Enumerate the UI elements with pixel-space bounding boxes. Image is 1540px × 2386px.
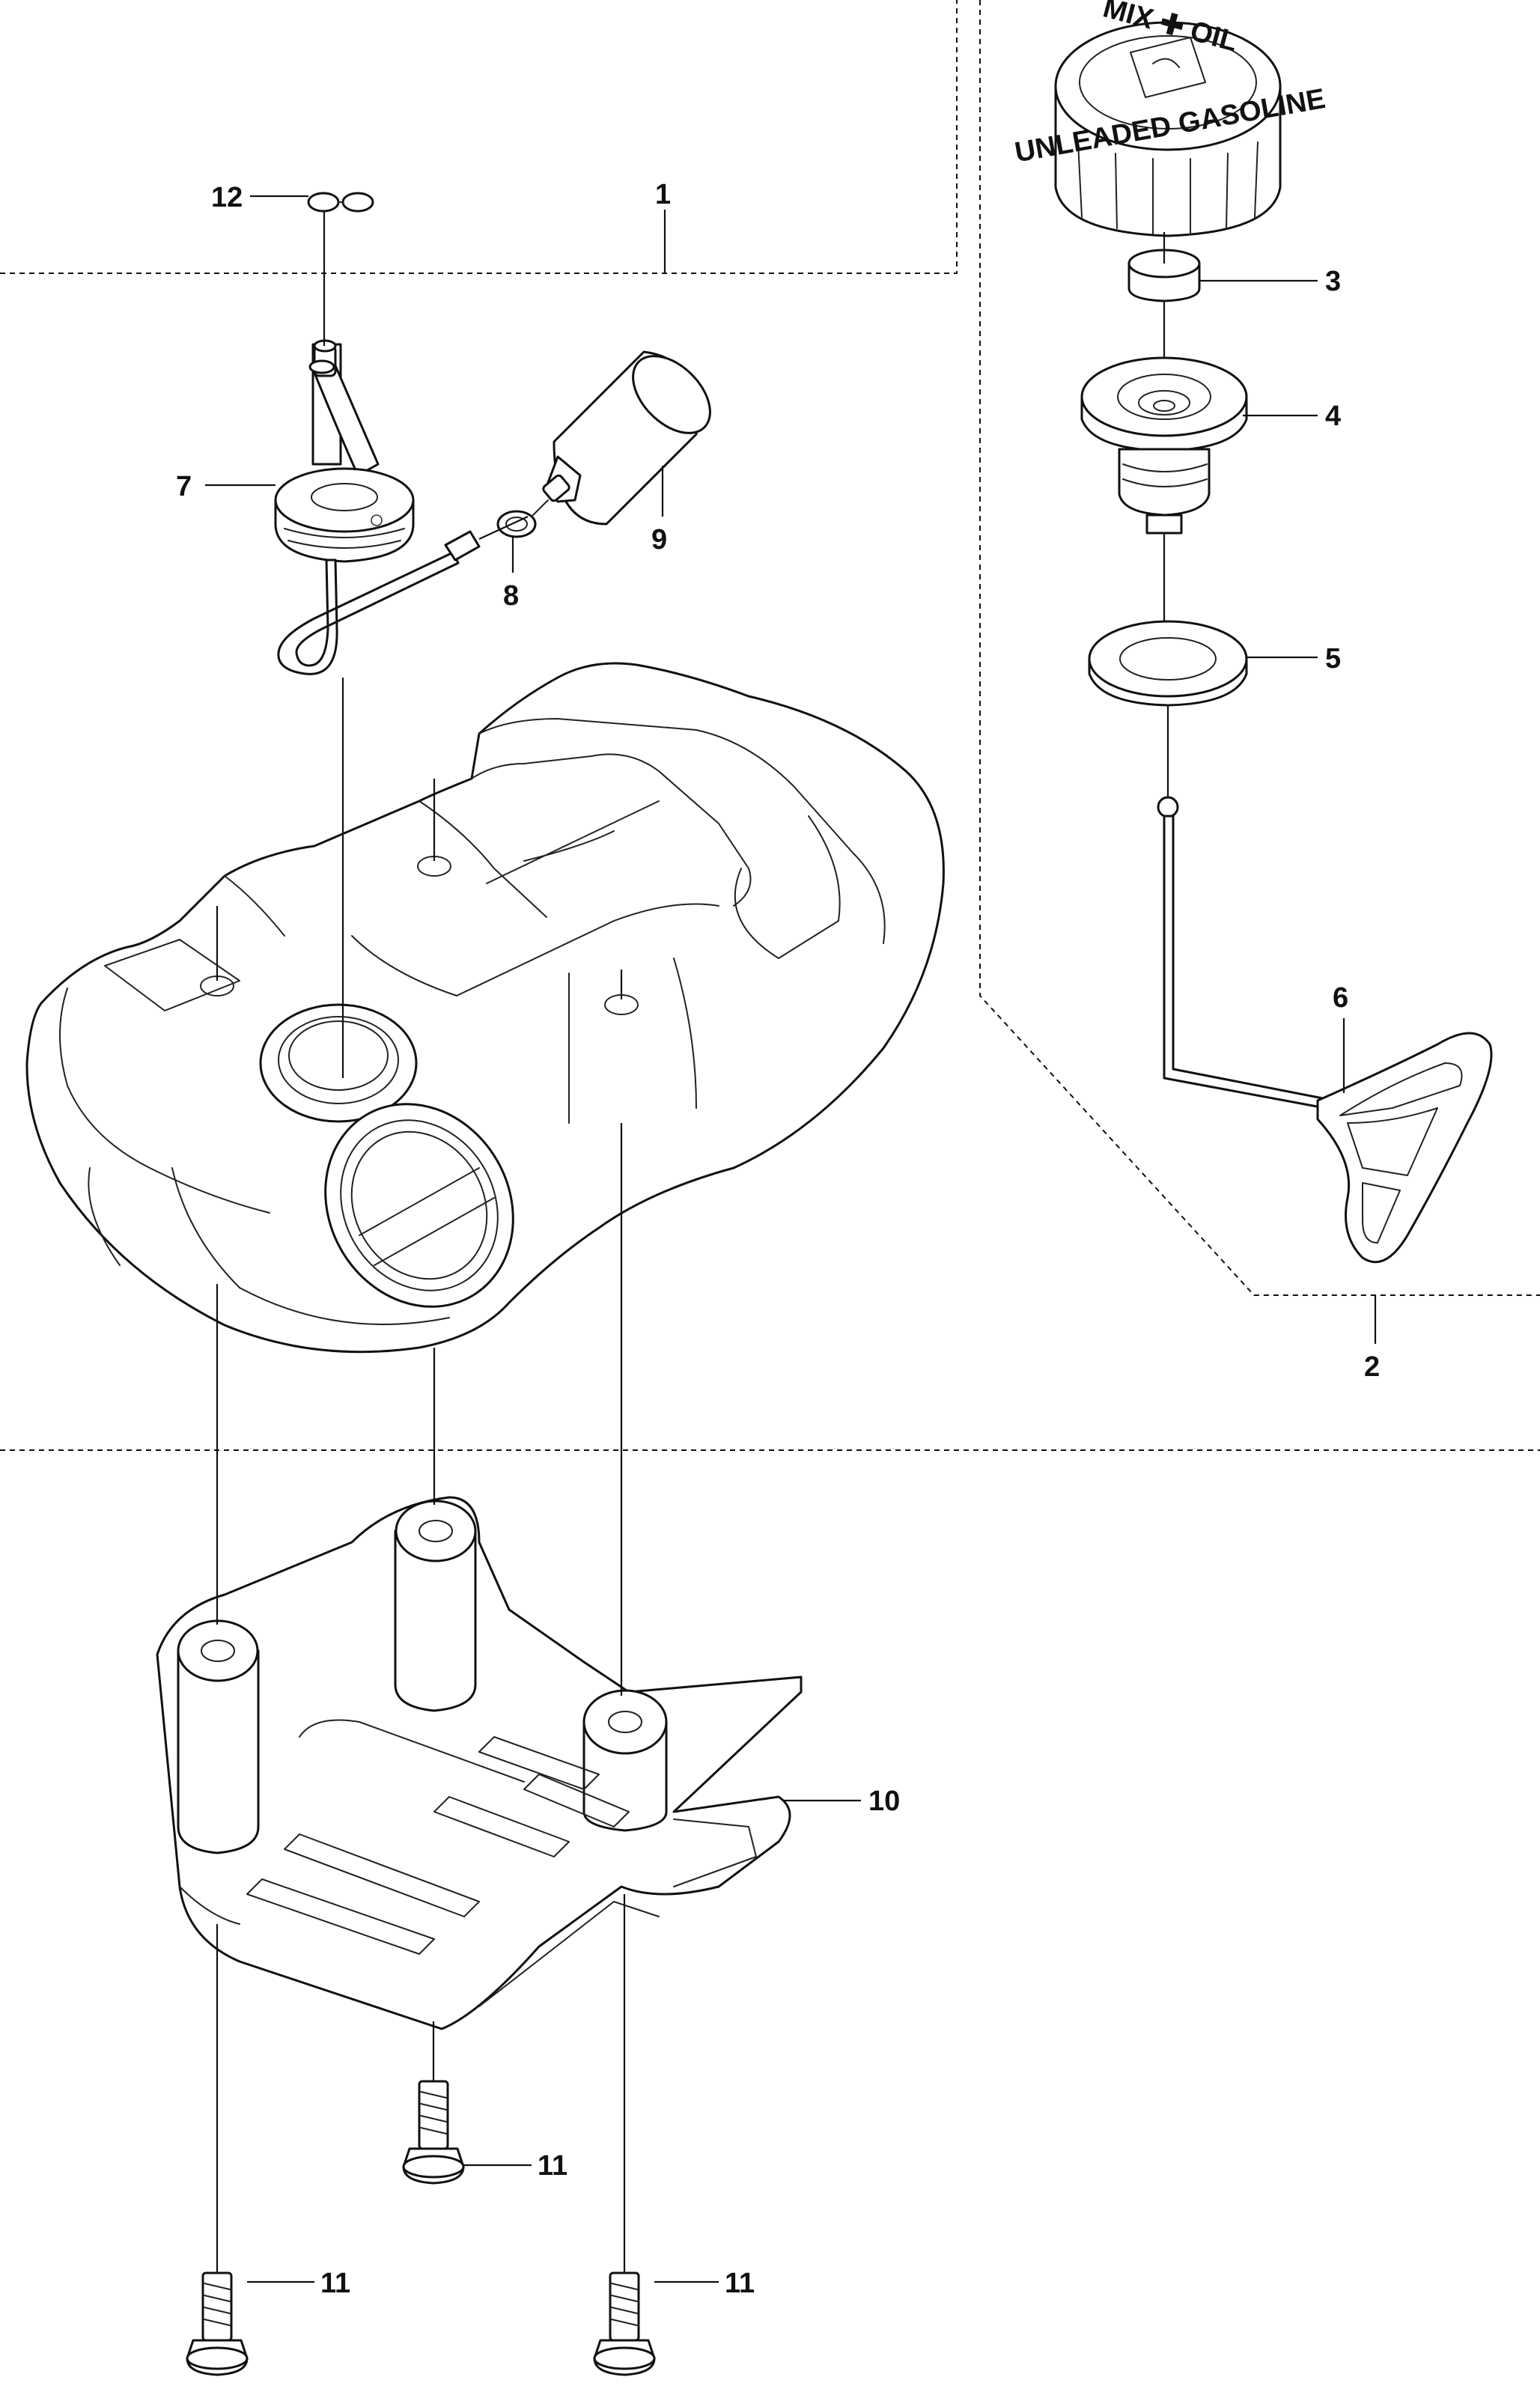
tank-guard-10 [156, 1496, 803, 2030]
callout-4: 4 [1325, 401, 1341, 432]
callout-6: 6 [1333, 982, 1348, 1014]
filler-neck-4 [1080, 356, 1248, 535]
fuel-tank-body [25, 662, 945, 1354]
callout-8: 8 [503, 580, 519, 612]
callout-5: 5 [1325, 643, 1341, 675]
callout-2: 2 [1364, 1351, 1380, 1383]
callout-11-right: 11 [725, 2268, 755, 2299]
assembly-lines [216, 211, 1169, 2273]
assembly-2-boundary [979, 0, 1540, 1296]
callout-11-middle: 11 [538, 2150, 567, 2182]
assembly-1-boundary [0, 0, 958, 274]
callout-10: 10 [868, 1786, 900, 1817]
callout-9: 9 [651, 524, 667, 556]
screw-11-right [593, 2271, 656, 2376]
fuel-filter-9 [531, 350, 711, 526]
tether-strap-6 [1157, 796, 1493, 1264]
breather-valve-7 [274, 339, 460, 675]
callout-3: 3 [1325, 266, 1341, 297]
hose-clip-12 [307, 192, 374, 213]
gasket-5 [1088, 620, 1248, 707]
screw-11-left [186, 2271, 249, 2376]
callout-11-left: 11 [320, 2268, 350, 2299]
callout-leaders [205, 195, 1377, 2283]
callout-labels: 1 2 3 4 5 6 7 8 9 10 11 11 11 12 [176, 179, 1380, 2299]
fuel-cap-2: MIX ✚ OIL UNLEADED GASOLINE [1012, 0, 1327, 237]
callout-12: 12 [211, 182, 243, 213]
callout-7: 7 [176, 471, 192, 502]
clamp-8 [444, 510, 537, 561]
callout-1: 1 [655, 179, 671, 210]
screw-11-middle [402, 2080, 465, 2185]
